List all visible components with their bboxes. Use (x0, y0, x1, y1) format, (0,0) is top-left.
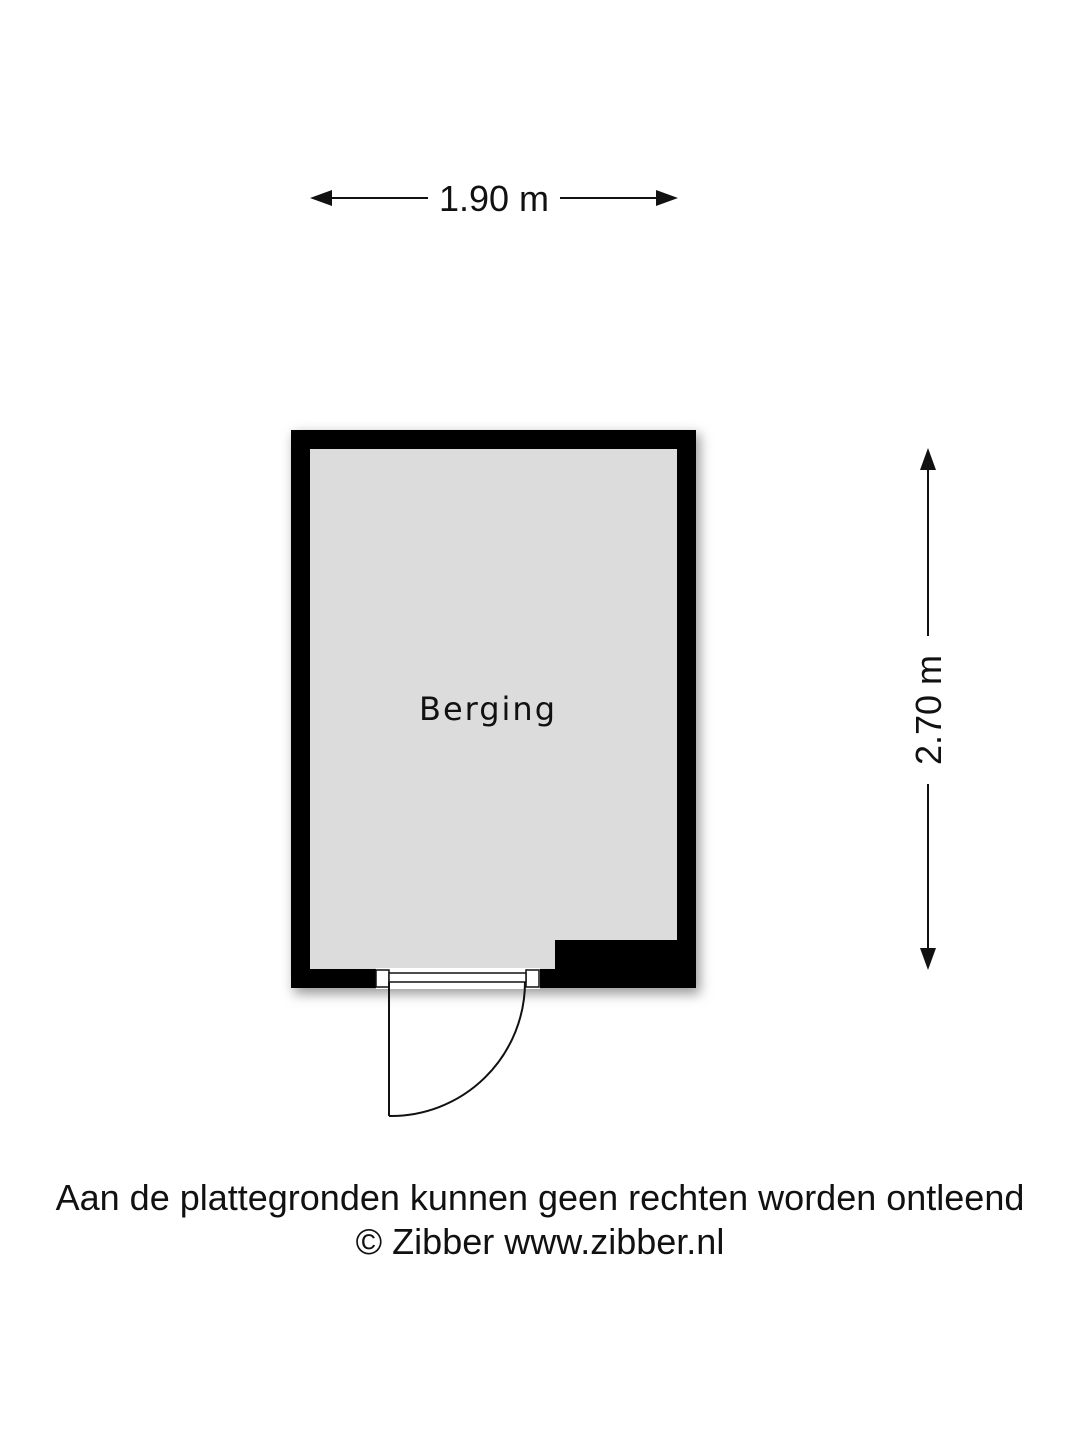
width-label: 1.90 m (439, 178, 549, 219)
footer: Aan de plattegronden kunnen geen rechten… (0, 1176, 1080, 1264)
arrow-up-icon (920, 448, 936, 470)
arrow-down-icon (920, 948, 936, 970)
door-threshold (388, 972, 527, 983)
room-berging: Berging (291, 430, 700, 1118)
disclaimer-text: Aan de plattegronden kunnen geen rechten… (55, 1177, 1025, 1218)
door-frame-right (525, 969, 540, 988)
height-label: 2.70 m (908, 655, 949, 765)
room-label: Berging (419, 690, 557, 728)
arrow-right-icon (656, 190, 678, 206)
wall-block (555, 940, 679, 970)
copyright-text: © Zibber www.zibber.nl (355, 1221, 725, 1262)
height-dimension: 2.70 m (908, 448, 949, 970)
door-frame-left (375, 969, 390, 988)
room-floor (310, 449, 677, 969)
door-swing-arc (388, 981, 526, 1118)
width-dimension: 1.90 m (310, 178, 678, 219)
arrow-left-icon (310, 190, 332, 206)
